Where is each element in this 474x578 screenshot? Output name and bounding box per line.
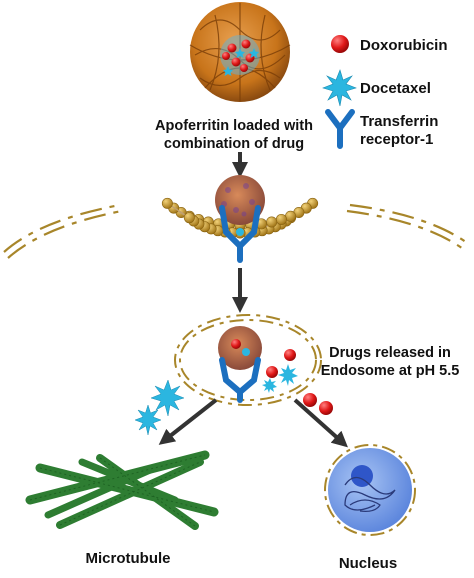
legend-doxorubicin: Doxorubicin	[360, 37, 448, 54]
endosome-core-drug	[231, 339, 241, 349]
membrane-receptor	[219, 205, 261, 263]
cage-drug-core	[222, 39, 259, 76]
release-label-line2: Endosome at pH 5.5	[321, 363, 460, 379]
released-docetaxel-2	[262, 378, 277, 393]
released-dox-1	[284, 349, 296, 361]
released-dox-2	[266, 366, 278, 378]
endosome-receptor	[219, 357, 261, 403]
lipid-head	[161, 197, 173, 209]
endosome-core-docetaxel	[242, 348, 250, 356]
nucleus-label: Nucleus	[339, 555, 397, 572]
transferrin-receptor-icon	[325, 109, 355, 149]
endosome-icon	[174, 314, 322, 406]
released-docetaxel-1	[278, 364, 298, 386]
lipid-head	[266, 216, 278, 228]
free-docetaxel-1	[150, 379, 185, 417]
arrow-to-microtubule	[158, 398, 218, 445]
lipid-head	[275, 213, 287, 225]
microtubule-icon	[25, 450, 219, 530]
microtubule-texture	[29, 454, 215, 527]
bound-apoferritin-texture	[221, 183, 255, 217]
free-dox-1	[303, 393, 317, 407]
docetaxel-icon	[322, 69, 357, 107]
legend-docetaxel: Docetaxel	[360, 80, 431, 97]
microtubule-label: Microtubule	[86, 550, 171, 567]
release-label-line1: Drugs released in	[329, 345, 451, 361]
apoferritin-label-line1: Apoferritin loaded with	[155, 118, 313, 134]
arrow-to-nucleus	[293, 398, 348, 448]
nucleus-icon	[324, 444, 416, 536]
free-docetaxel-2	[134, 404, 162, 436]
receptor-drug-dot	[236, 228, 244, 236]
legend-receptor-line2: receptor-1	[360, 131, 433, 148]
endosome-apoferritin	[218, 326, 262, 370]
legend-receptor-line1: Transferrin	[360, 113, 438, 130]
free-dox-2	[319, 401, 333, 415]
lipid-head	[183, 212, 195, 224]
cell-membrane-dashed	[3, 203, 471, 259]
bound-apoferritin	[215, 175, 265, 225]
apoferritin-label-line2: combination of drug	[164, 136, 304, 152]
doxorubicin-icon	[331, 35, 349, 53]
